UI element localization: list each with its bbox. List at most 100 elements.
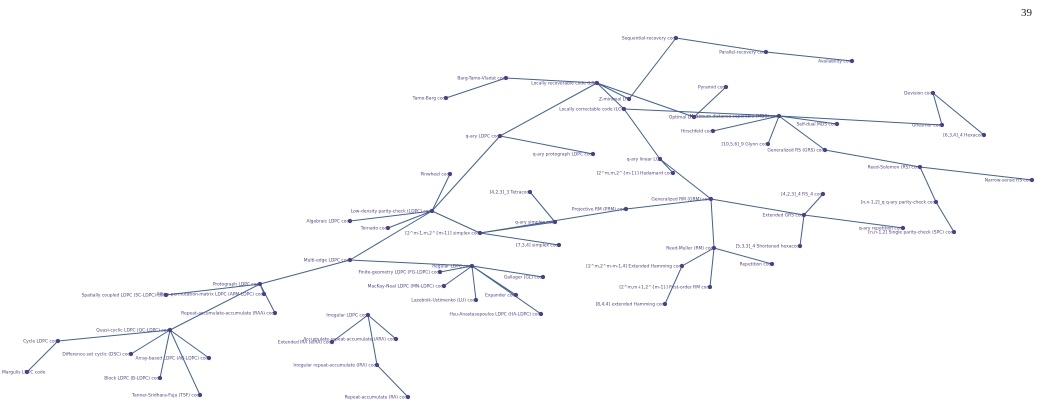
edge-rm-firstrm (709, 247, 715, 288)
edge-multiedge-proto (259, 259, 351, 285)
node-dot (590, 151, 596, 157)
edge-irregular-ara (367, 314, 397, 340)
edge-ldpc-tornado (387, 210, 433, 229)
edge-seq_rec-par_rec (675, 37, 767, 53)
node-regular: Regular LDPC code (432, 264, 474, 270)
edge-par_rec-avail (765, 51, 853, 62)
node-dot (981, 132, 987, 138)
node-label: Block LDPC (B-LDPC) code (104, 376, 162, 382)
node-dot (257, 281, 263, 287)
edge-mds-self_mds (778, 115, 838, 125)
edge-grm-egrs (710, 198, 805, 216)
node-dot (662, 301, 668, 307)
node-dot (657, 156, 663, 162)
node-raa: Repeat-accumulate-accumulate (RAA) code (181, 311, 277, 317)
node-hexa: [6,3,4]_4 Hexacode (943, 133, 986, 139)
node-label: Narrow-sense RS code (985, 178, 1035, 184)
node-label: Gallager (GL) code (504, 275, 545, 281)
edge-mds-grs (778, 115, 826, 151)
node-dot (503, 75, 509, 81)
edge-rs-qarypc (919, 166, 937, 203)
node-dot (497, 133, 503, 139)
node-rep: Repetition code (740, 262, 775, 268)
edge-egrs-shorthex (799, 214, 805, 247)
node-self_mds: Self-dual MDS code (797, 122, 840, 128)
node-dot (623, 206, 629, 212)
node-lcc: Locally correctable code (LCC) (559, 107, 626, 113)
node-dot (765, 141, 771, 147)
node-label: Multi-edge LDPC code (304, 258, 353, 264)
page-number: 39 (1021, 7, 1032, 19)
node-label: Tanner-Sridhara-Fuja (TSF) code (131, 393, 202, 399)
node-dot (477, 230, 483, 236)
node-block: Block LDPC (B-LDPC) code (104, 376, 162, 382)
node-dot (540, 274, 546, 280)
node-dot (621, 106, 627, 112)
node-dot (347, 218, 353, 224)
edge-regular-ha (471, 265, 542, 315)
edge-mds-griesmer (778, 115, 943, 126)
node-label: Hirschfeld code (681, 129, 715, 135)
edge-ira-ra (376, 364, 409, 398)
node-par_rec: Parallel-recovery code (719, 50, 768, 56)
node-label: Repeat-accumulate-accumulate (RAA) code (181, 311, 277, 317)
edge-irregular-ira (367, 314, 378, 366)
node-dot (206, 355, 212, 361)
node-dot (769, 261, 775, 267)
edge-qc-dsc (130, 329, 171, 355)
node-label: Locally correctable code (LCC) (559, 107, 626, 113)
node-ha: Hsu-Anastasopoulos LDPC (HA-LDPC) code (449, 312, 543, 318)
edge-egrs-qrep (803, 214, 904, 229)
edge-regular-gallager (471, 265, 544, 278)
edge-qc-block (159, 329, 171, 379)
node-dot (365, 312, 371, 318)
node-label: Self-dual MDS code (797, 122, 840, 128)
node-simplex: [2^m-1,m,2^{m-1}] simplex code (405, 231, 482, 237)
node-qproto: q-ary protograph LDPC code (533, 152, 596, 158)
node-dot (441, 283, 447, 289)
edge-qsimplex-tetracode (529, 191, 556, 223)
node-dot (443, 95, 449, 101)
node-ldpc: Low-density parity-check (LDPC) code (351, 209, 435, 215)
edge-grs-rs (824, 149, 921, 168)
edge-lrc-btv (505, 77, 598, 84)
node-label: [4,2,3]_4 RS_4 code (781, 192, 825, 198)
node-label: q-ary repetition code (859, 226, 905, 232)
edge-grm-prm (625, 198, 712, 210)
edge-qc-cycle (57, 329, 171, 342)
node-label: Array-based LDPC (AB-LDPC) code (136, 356, 212, 362)
edge-lrc-qldpc (499, 82, 598, 137)
node-multiedge: Multi-edge LDPC code (304, 258, 353, 264)
node-label: [5,3,3]_4 Shortened hexacode (736, 244, 803, 250)
node-label: Algebraic LDPC code (306, 219, 352, 225)
node-dot (157, 375, 163, 381)
edge-qldpc-qproto (499, 135, 594, 155)
node-firstrm: [2^m,m+1,2^{m-1}] First-order RM code (619, 285, 712, 291)
node-gallager: Gallager (GL) code (504, 275, 545, 281)
edge-grm-rm (710, 198, 715, 249)
edge-olrc-mds (693, 115, 780, 118)
node-dot (797, 243, 803, 249)
node-label: Protograph LDPC code (213, 282, 262, 288)
node-label: Expander code (485, 293, 518, 299)
node-hirschfeld: Hirschfeld code (681, 129, 715, 135)
edge-eham-eham8 (664, 265, 683, 305)
node-label: Hsu-Anastasopoulos LDPC (HA-LDPC) code (449, 312, 543, 318)
node-label: Z-minimal LRC (599, 97, 631, 103)
node-seq_rec: Sequential-recovery code (622, 36, 678, 42)
node-dot (163, 292, 169, 298)
node-label: [7,3,4] simplex code (516, 243, 561, 249)
node-label: Lazebnik-Ustimenko (LU) code (411, 298, 478, 304)
node-dot (1029, 177, 1035, 183)
node-label: Reed-Muller (RM) code (666, 246, 716, 252)
node-label: Finite-geometry LDPC (FG-LDPC) code (358, 270, 442, 276)
node-pinwheel: Pinwheel code (420, 172, 452, 178)
node-dot (707, 284, 713, 290)
edge-ldpc-algebraic (349, 210, 433, 222)
node-label: Tamo-Barg code (412, 96, 449, 102)
node-label: Irregular LDPC code (326, 313, 370, 319)
node-tornado: Tornado code (360, 226, 391, 232)
node-dot (55, 338, 61, 344)
node-griesmer: Griesmer code (912, 123, 944, 129)
